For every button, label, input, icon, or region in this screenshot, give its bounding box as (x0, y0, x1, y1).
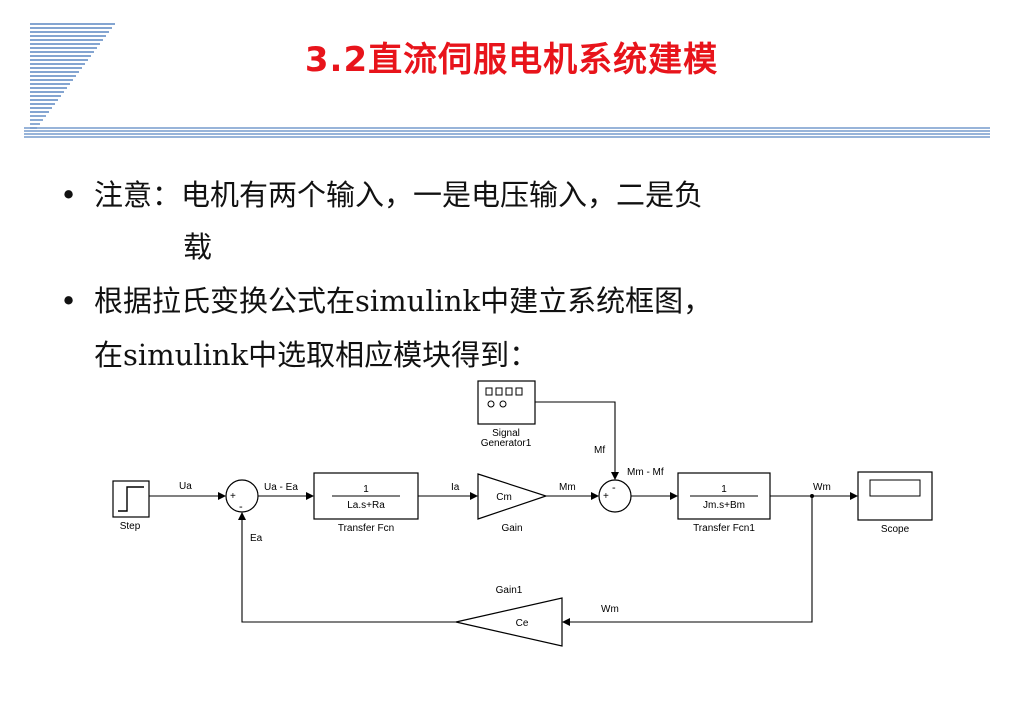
signal-mf: Mf (594, 445, 605, 456)
step-label: Step (120, 521, 141, 532)
signal-ua: Ua (179, 481, 192, 492)
transfer-fcn-numerator: 1 (363, 484, 369, 495)
header-decoration (24, 22, 990, 138)
sum2-plus-sign: + (603, 491, 609, 502)
signal-generator-label-2: Generator1 (481, 438, 532, 449)
signal-ea: Ea (250, 533, 263, 544)
transfer-fcn-label: Transfer Fcn (338, 523, 394, 534)
gain-label: Gain (501, 523, 522, 534)
sum1-plus-sign: + (230, 491, 236, 502)
gain1-label: Gain1 (496, 585, 523, 596)
signal-ia: Ia (451, 482, 460, 493)
scope-block[interactable] (857, 471, 933, 521)
bullet-item-1: • 注意：电机有两个输入，一是电压输入，二是负 (60, 172, 703, 214)
bullet-item-2: • 根据拉氏变换公式在simulink中建立系统框图， (60, 278, 712, 320)
page-title: 3.2直流伺服电机系统建模 (304, 40, 719, 80)
transfer-fcn1-block[interactable] (677, 472, 771, 520)
signal-generator-block[interactable] (477, 380, 536, 425)
signal-mm: Mm (559, 482, 576, 493)
sum2-minus-sign: - (612, 482, 616, 494)
gain1-value: Ce (516, 618, 529, 629)
signal-lines (149, 401, 858, 626)
step-block[interactable] (112, 480, 150, 518)
bullet-2-continuation: 在simulink中选取相应模块得到： (94, 338, 539, 372)
sum1-minus-sign: - (239, 501, 243, 513)
scope-label: Scope (881, 524, 910, 535)
bullet-1-continuation: 载 (183, 230, 213, 264)
bullet-dot: • (60, 284, 78, 318)
gain-value: Cm (496, 492, 512, 503)
gain-block[interactable] (477, 473, 548, 520)
signal-ua-ea: Ua - Ea (264, 482, 298, 493)
branch-point (810, 494, 814, 498)
bullet-1-text: 注意：电机有两个输入，一是电压输入，二是负 (94, 178, 704, 212)
transfer-fcn1-numerator: 1 (721, 484, 727, 495)
bullet-2-text: 根据拉氏变换公式在simulink中建立系统框图， (94, 284, 713, 318)
transfer-fcn-block[interactable] (313, 472, 419, 520)
signal-generator-label-1: Signal (492, 428, 520, 439)
bullet-dot: • (60, 178, 78, 212)
gain1-block[interactable] (455, 597, 563, 647)
corner-stripes-logo (30, 22, 116, 133)
signal-wm-feedback: Wm (601, 604, 619, 615)
signal-wm-out: Wm (813, 482, 831, 493)
transfer-fcn1-label: Transfer Fcn1 (693, 523, 755, 534)
transfer-fcn-denominator: La.s+Ra (347, 500, 385, 511)
signal-mm-mf: Mm - Mf (627, 467, 664, 478)
header-rule (24, 127, 990, 138)
transfer-fcn1-denominator: Jm.s+Bm (703, 500, 745, 511)
